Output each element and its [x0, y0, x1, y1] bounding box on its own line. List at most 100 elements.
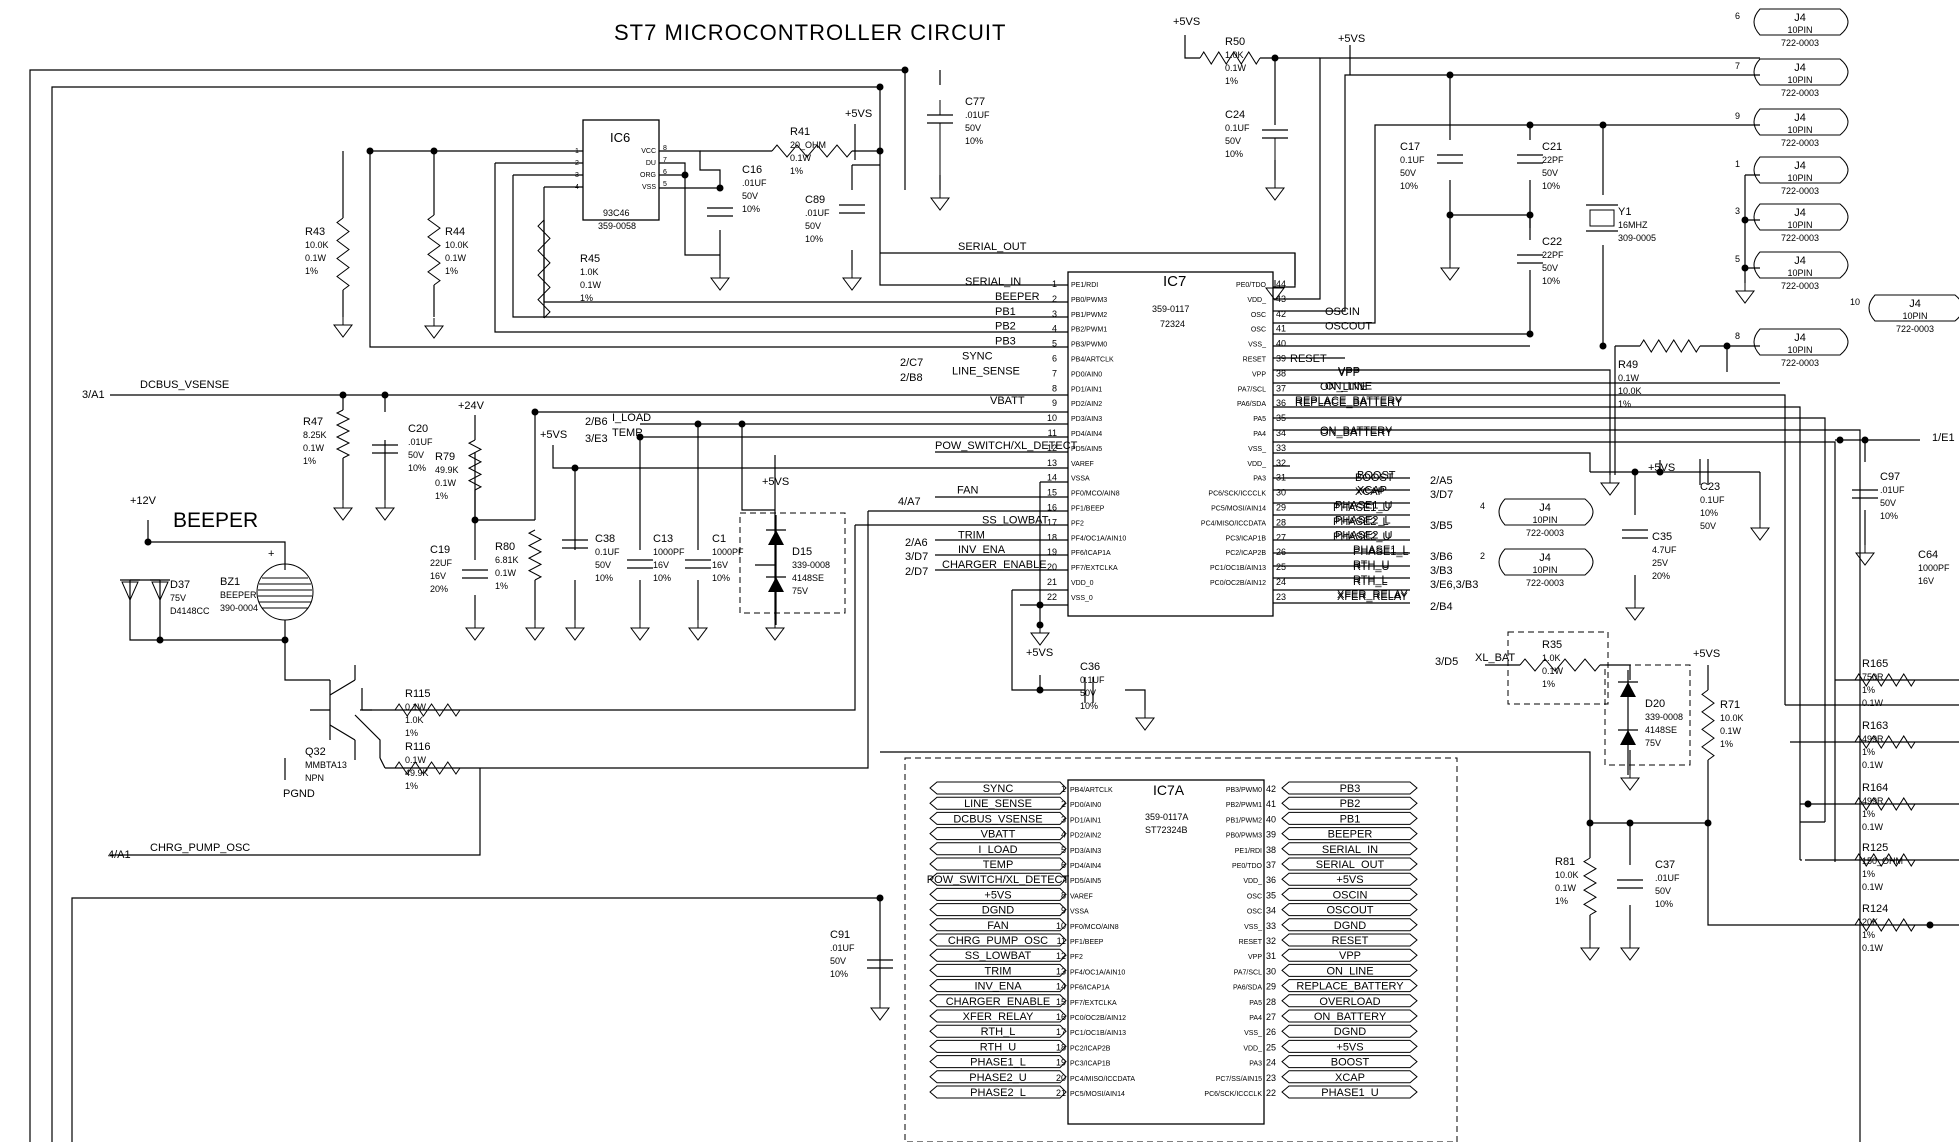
bus-arrow [1281, 857, 1418, 871]
part-c21-text: 10% [1542, 181, 1560, 191]
part-c64-text: C64 [1918, 549, 1938, 561]
pin-name: PF4/OC1A/AIN10 [1071, 535, 1126, 542]
pin-number: 5 [663, 181, 667, 188]
connector-ref: J4 [1909, 298, 1921, 310]
bus-arrow [1281, 1024, 1418, 1038]
net-label: PB3 [995, 336, 1016, 348]
connector-pin: 10 [1850, 297, 1860, 307]
pin-name: PA4 [1253, 431, 1266, 438]
pin-name: PD2/AIN2 [1071, 401, 1102, 408]
part-r50-text: 1.0K [1225, 50, 1244, 60]
part-c91-text: 10% [830, 969, 848, 979]
ground-icon [1750, 519, 1770, 541]
bus-label: PHASE1_L [970, 1057, 1026, 1069]
part-r124-text: R124 [1862, 903, 1888, 915]
bus-label: CHRG_PUMP_OSC [948, 935, 1048, 947]
pin-number: 6 [663, 169, 667, 176]
part-c97-text: 10% [1880, 511, 1898, 521]
net-label: 3/D7 [905, 551, 928, 563]
bus-label: ON_BATTERY [1314, 1011, 1387, 1023]
part-r50-text: 1% [1225, 76, 1238, 86]
part-bz1-text: 390-0004 [220, 603, 258, 613]
part-r124-text: 20K [1862, 917, 1878, 927]
junction-dot [1446, 211, 1454, 219]
part-c1-text: 1000PF [712, 547, 744, 557]
connector-type: 10PIN [1787, 25, 1812, 35]
part-c23-text: C23 [1700, 481, 1720, 493]
capacitor-plates [707, 207, 733, 217]
part-c22-text: 50V [1542, 263, 1558, 273]
pin-number: 24 [1276, 577, 1286, 587]
part-c37-text: 50V [1655, 886, 1671, 896]
pin-name: VSS_ [1244, 1030, 1262, 1037]
pin-number: 33 [1266, 921, 1276, 931]
pin-number: 3 [1061, 814, 1066, 824]
connector-type: 10PIN [1532, 565, 1557, 575]
junction-dot [1631, 468, 1639, 476]
capacitor-plates [1517, 254, 1543, 264]
connector-j4 [1753, 203, 1849, 231]
pin-name: OSC [1251, 312, 1266, 319]
part-r71-text: 1% [1720, 739, 1733, 749]
ground-icon [1620, 939, 1640, 961]
pin-name: VSSA [1071, 476, 1090, 483]
net-label: XFER_RELAY [1337, 589, 1408, 601]
junction-dot [1526, 121, 1534, 129]
pin-number: 22 [1047, 592, 1057, 602]
pin-number: 11 [1048, 428, 1057, 438]
net-label: PB1 [995, 306, 1016, 318]
part-d15-text: 75V [792, 586, 808, 596]
part-c21-text: C21 [1542, 141, 1562, 153]
resistor-zigzag [467, 439, 483, 491]
part-r124-text: 0.1W [1862, 943, 1884, 953]
pin-number: 18 [1047, 532, 1057, 542]
pin-name: ORG [640, 172, 656, 179]
net-label: VPP [1338, 367, 1360, 379]
part-d15-text: 4148SE [792, 573, 824, 583]
net-label: ON_LINE [1320, 381, 1367, 393]
connector-part: 722-0003 [1781, 233, 1819, 243]
part-r79-text: R79 [435, 451, 455, 463]
part-c38-text: C38 [595, 533, 615, 545]
part-c17-text: 10% [1400, 181, 1418, 191]
part-q32-text: Q32 [305, 746, 326, 758]
junction-dot [471, 516, 479, 524]
pin-name: PF6/ICAP1A [1070, 985, 1110, 992]
part-r44-text: R44 [445, 226, 465, 238]
connector-pin: 2 [1480, 551, 1485, 561]
part-r45-text: R45 [580, 253, 600, 265]
part-c23-text: 10% [1700, 508, 1718, 518]
bus-arrow [929, 903, 1067, 917]
resistor-zigzag [527, 529, 543, 581]
bus-label: BEEPER [1328, 829, 1373, 841]
net-label: ON_BATTERY [1320, 425, 1393, 437]
pin-number: 35 [1266, 890, 1276, 900]
part-c19-text: 20% [430, 584, 448, 594]
bus-label: SS_LOWBAT [965, 950, 1032, 962]
part-r71-text: 0.1W [1720, 726, 1742, 736]
part-r47-text: 1% [303, 456, 316, 466]
bus-label: XCAP [1335, 1072, 1365, 1084]
part-d37-text: 75V [170, 593, 186, 603]
part-c35-text: 25V [1652, 558, 1668, 568]
bus-label: XFER_RELAY [963, 1011, 1034, 1023]
pin-number: 37 [1266, 860, 1276, 870]
part-c16-text: .01UF [742, 178, 767, 188]
junction-dot [430, 147, 438, 155]
ground-icon [1030, 624, 1050, 646]
bus-label: RTH_L [981, 1026, 1016, 1038]
connector-type: 10PIN [1787, 268, 1812, 278]
part-c17-text: 50V [1400, 168, 1416, 178]
connector-j4 [1753, 58, 1849, 86]
part-r44-text: 0.1W [445, 253, 467, 263]
svg-text:72324: 72324 [1160, 319, 1185, 329]
bus-arrow [929, 781, 1067, 795]
bus-arrow [1281, 781, 1418, 795]
resistor-zigzag [394, 703, 461, 717]
connector-type: 10PIN [1787, 173, 1812, 183]
junction-dot [876, 894, 884, 902]
bus-arrow [929, 811, 1067, 825]
junction-dot [694, 420, 702, 428]
bus-arrow [929, 1039, 1067, 1053]
part-r35-text: 1.0K [1542, 653, 1561, 663]
